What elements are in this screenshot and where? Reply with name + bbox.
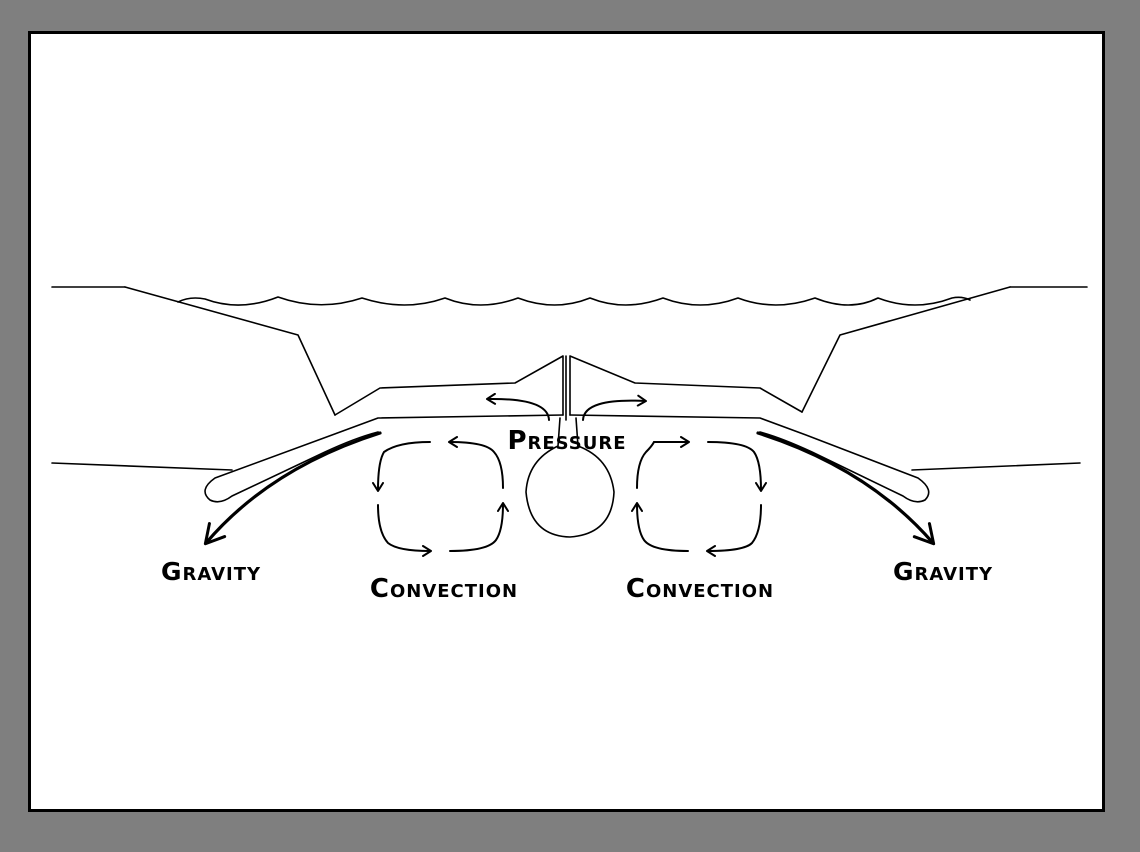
left-continental-plate — [124, 286, 336, 416]
ocean-surface — [177, 296, 971, 306]
left-subducting-slab — [204, 414, 564, 503]
left-convection-cell — [372, 436, 509, 557]
right-convection-cell — [631, 436, 767, 557]
gravity-arrow-left — [203, 431, 382, 546]
magma-plume — [525, 417, 615, 538]
pressure-arrow-left — [486, 392, 550, 421]
right-subducting-slab — [569, 414, 930, 503]
gravity-label-right: Gravity — [893, 557, 993, 586]
convection-label-right: Convection — [626, 574, 774, 604]
oceanic-plate-top — [334, 355, 564, 416]
pressure-arrow-right — [582, 394, 647, 421]
gravity-label-left: Gravity — [161, 557, 261, 586]
left-crust-base — [51, 462, 233, 471]
convection-label-left: Convection — [370, 574, 518, 604]
right-continental-plate — [801, 286, 1011, 413]
pressure-label: Pressure — [507, 426, 626, 456]
oceanic-plate-top-right — [569, 355, 803, 416]
diagram-canvas — [28, 31, 1105, 812]
gravity-arrow-right — [756, 431, 936, 546]
right-crust-base — [911, 462, 1081, 471]
